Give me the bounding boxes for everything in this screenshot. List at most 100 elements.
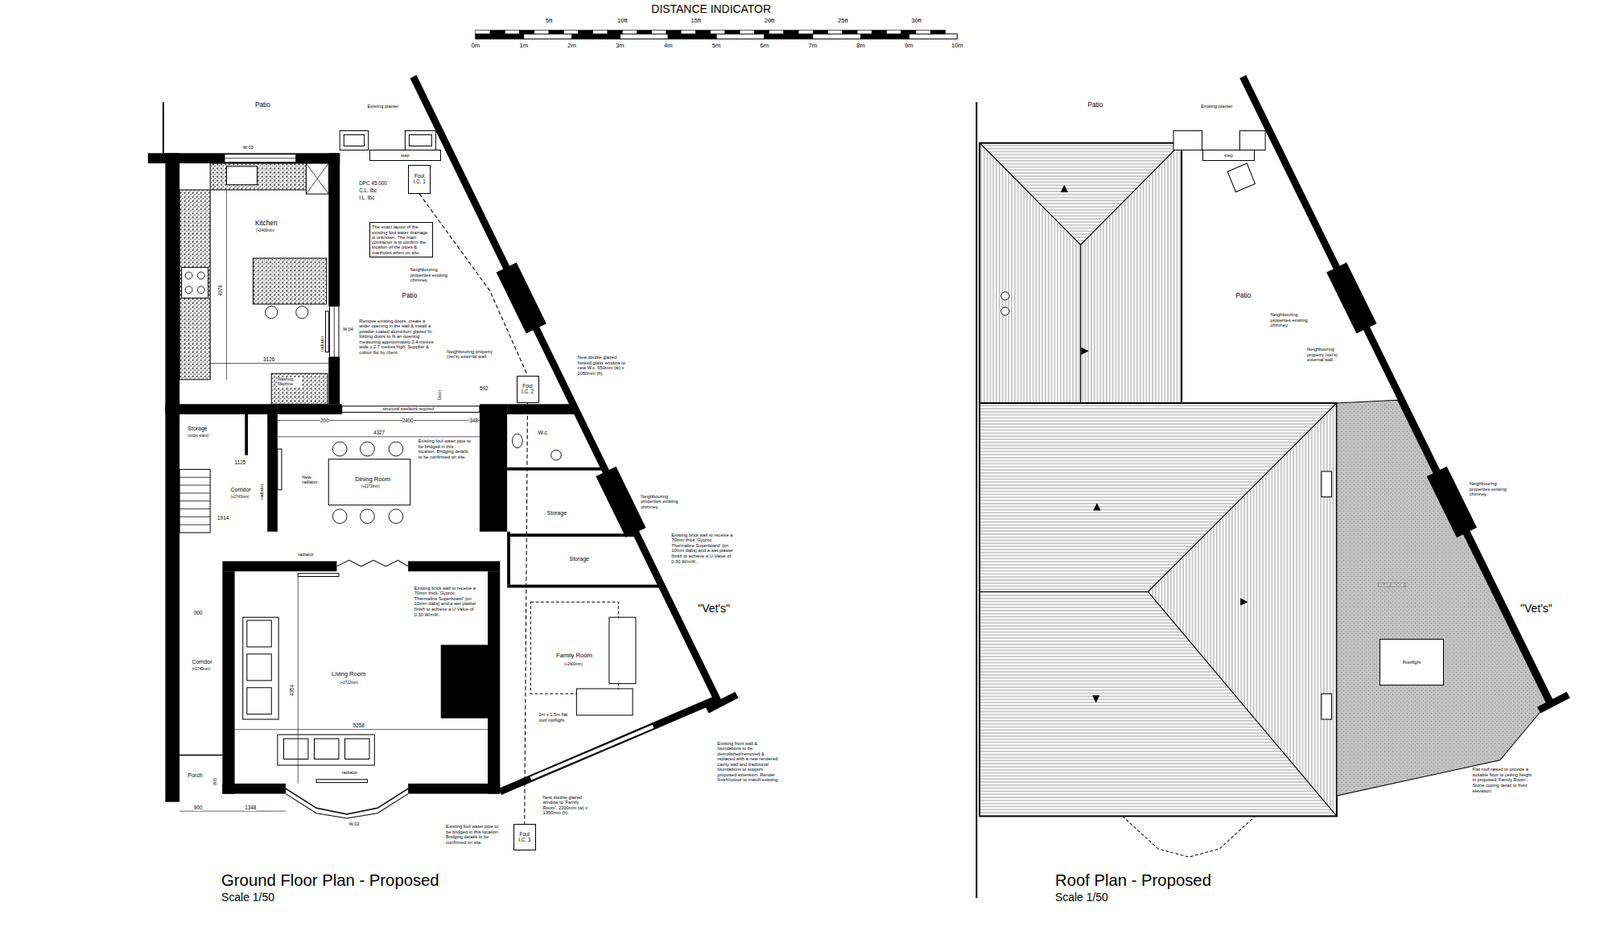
scale-text: 8m	[856, 42, 866, 50]
fitting-tag: radiator	[259, 484, 265, 500]
fitting-tag: New radiator.	[301, 474, 325, 486]
room-name: Storage	[187, 425, 207, 433]
cushion	[247, 654, 272, 681]
area-name: Patio	[402, 292, 418, 300]
area-name: Patio	[255, 101, 271, 109]
cushion	[345, 738, 370, 759]
front-wall	[499, 697, 720, 792]
scale-bar-segment	[475, 30, 491, 34]
dining-chair	[360, 509, 376, 524]
box-text: step	[1224, 152, 1233, 158]
roof-plane	[979, 143, 1081, 404]
fridge	[305, 163, 329, 194]
roof-outline	[979, 143, 1182, 404]
step-box: step	[1202, 149, 1256, 161]
ceiling-height: (+2722mm)	[339, 680, 359, 685]
hob-ring	[197, 272, 205, 280]
ceiling-height: (+2272mm)	[361, 484, 380, 489]
fitting-tag: radiator	[319, 336, 326, 352]
dimension-line	[179, 811, 286, 813]
porch-screen	[179, 754, 223, 757]
scale-bar-segment	[636, 30, 652, 34]
scale-bar-segment	[871, 30, 887, 34]
dimension-line	[277, 420, 500, 421]
planter	[1239, 130, 1266, 150]
dimension: 4976	[217, 284, 223, 297]
callout-note: Existing foul water pipe to be bridged i…	[445, 824, 503, 846]
slope-arrow	[1241, 598, 1248, 606]
room-name: Family Room	[556, 652, 593, 660]
roof-plane	[1080, 143, 1183, 404]
scale-bar-segment	[572, 33, 621, 39]
stair-tread	[179, 477, 211, 479]
scale-bar-segment	[563, 30, 578, 34]
neighbour-name: "Vet's"	[1520, 602, 1553, 615]
window-w04	[329, 306, 339, 358]
bar-stool	[265, 306, 278, 319]
scale-text: 25ft	[837, 17, 849, 25]
sofa	[277, 734, 375, 766]
scale-bar-segment	[930, 30, 945, 34]
external-wall	[222, 571, 235, 794]
callout-note: Existing planter	[367, 103, 399, 110]
callout-note: Neighbouring properties existing chimney…	[1469, 481, 1513, 498]
scale-bar-segment	[812, 30, 828, 34]
box-text: Foul I.C. 3	[515, 832, 534, 844]
scale-bar-segment	[861, 33, 910, 39]
external-wall	[408, 783, 500, 795]
cupboard-wall	[244, 414, 248, 456]
stair-tread	[179, 485, 211, 487]
external-wall	[507, 404, 575, 415]
window-tag: W.02	[349, 821, 360, 828]
slope-arrow	[1061, 185, 1069, 193]
bifold-doors	[336, 560, 409, 567]
dimension-line	[277, 436, 480, 438]
ceiling-height: (under stairs)	[187, 433, 209, 438]
room-name: Kitchen	[255, 219, 277, 227]
box-text: Rooflight	[1402, 659, 1422, 665]
scale-bar-segment	[695, 30, 710, 34]
scale-bar-segment	[842, 30, 858, 34]
box-text: step	[400, 152, 410, 158]
hob-ring	[185, 286, 193, 294]
internal-wall	[507, 467, 604, 471]
scale-bar-segment	[901, 30, 916, 34]
planter	[408, 135, 432, 147]
ceiling-height: (+2743mm)	[191, 667, 211, 672]
fitting-tag: radiator	[342, 770, 358, 776]
cushion	[314, 738, 339, 759]
internal-wall	[507, 531, 511, 586]
dining-chair	[388, 509, 404, 524]
scale-bar-segment	[548, 30, 564, 34]
dimension: 348	[469, 417, 479, 424]
dimension-line	[210, 362, 329, 364]
callout-note: Existing brick wall to receive a 70mm th…	[414, 585, 479, 618]
callout-note: Existing front wall & foundations to be …	[717, 741, 781, 784]
ceiling-height: (+2400mm)	[564, 662, 583, 667]
rainwater-outlet	[1001, 307, 1010, 316]
neighbour-wall	[1242, 76, 1551, 705]
fridge	[305, 163, 329, 194]
callout-note: New double glazed window to 'Family Room…	[543, 795, 594, 817]
callout-note: Existing brick wall to receive a 70mm th…	[671, 532, 735, 565]
scale-bar-segment	[754, 30, 769, 34]
scale-bar-segment	[519, 30, 535, 34]
dimension: 1348	[244, 804, 256, 811]
area-name: Patio	[1235, 292, 1251, 300]
stair-tread	[179, 524, 211, 526]
external-wall	[164, 800, 180, 803]
scale-bar-segment	[764, 33, 813, 39]
dimension-line	[226, 189, 227, 380]
dimension-line	[297, 577, 299, 784]
scale-text: 3m	[615, 42, 625, 50]
ceiling-height: (+2400mm)	[255, 228, 275, 233]
inspection-chamber: Foul I.C. 2	[516, 375, 540, 404]
callout-note: Existing foul water pipe to be bridged i…	[418, 438, 472, 460]
dimension: 2400	[402, 417, 414, 424]
window-w03	[224, 154, 297, 163]
scale-bar-segment	[668, 33, 717, 39]
plan-art	[148, 30, 1569, 899]
sink	[226, 166, 257, 186]
rooflight-box: Rooflight	[1379, 639, 1444, 686]
